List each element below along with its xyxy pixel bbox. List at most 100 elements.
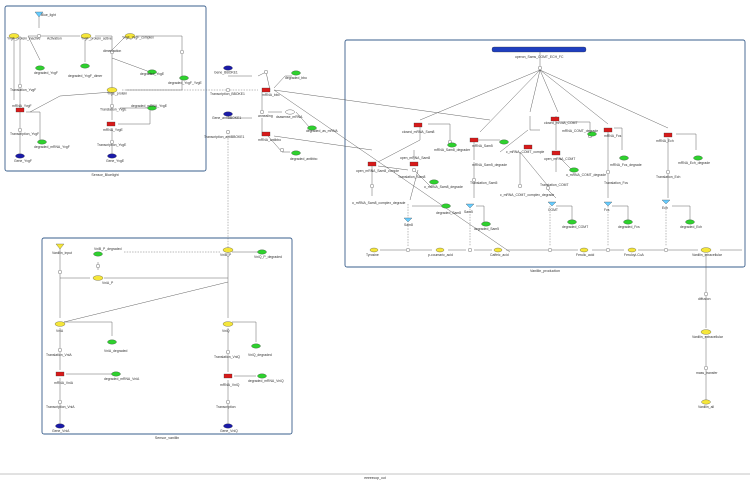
degraded-mrna-vnib-node[interactable]: degraded_mRNA_VniQ [248,373,284,383]
tyrosine-node[interactable]: Tyrosine [366,247,379,257]
transcription-antibbok1-transition[interactable]: Transcription_antiBBOKE1 [204,130,245,139]
o-mrna-sam8-degrade-node[interactable]: o_mRNA_Sam8_degrade [424,179,463,189]
o-mrna-comt-degrade-node[interactable]: o_mRNA_COMT_degrade [566,167,606,177]
dimer-transition[interactable] [180,50,184,54]
mrna-ech-node[interactable]: mRNA_Ech [656,132,674,143]
c-mrna-comt-complex-degrade-node[interactable]: c_mRNA_COMT_complex_degrade [500,184,554,197]
o-mrna-sam8-complex-degrade-node[interactable]: o_mRNA_Sam8_complex_degrade [352,184,405,205]
fcs-node[interactable]: Fcs [603,201,613,212]
translation-ech-transition[interactable]: Translation_Ech [656,170,680,179]
mrna-ech-degrade-node[interactable]: mRNA_Ech_degrade [678,155,710,165]
module-sensor-bluelight[interactable]: Sensor_Bluelight [4,5,207,177]
mrna-sam5-node[interactable]: mRNA_Sam5 [469,137,493,148]
gene-yvgf-node[interactable]: Gene_YvgF [14,153,32,163]
bbo-degrade-transition[interactable] [264,70,268,74]
vnia-degraded-node[interactable]: VniA_degraded [104,339,127,353]
module-vanillin-production[interactable]: Vanillin_production [344,39,746,273]
vanillin-extracellular-node[interactable]: Vanillin_extracellular [692,329,724,339]
mrna-vnib-node[interactable]: mRNA_VniQ [220,373,240,387]
mrna-bbo-node[interactable]: mRNA_bbo [261,87,280,97]
translation-comt-transition[interactable]: Translation_COMT [540,183,569,190]
yvgf-protein-inactive-node[interactable]: YvgF_protein_inactive [7,33,40,41]
vnib-p-degraded-node[interactable]: VniB_P_degraded [93,247,122,257]
degraded-mrna-yvge-node[interactable]: degraded_mRNA_YvgE [131,104,168,111]
degraded-comt-node[interactable]: degraded_COMT [562,219,588,229]
ech-node[interactable]: Ech [661,199,671,210]
gene-vnib-node[interactable]: Gene_VniQ [220,423,238,433]
mrna-fcs-node[interactable]: mRNA_Fcs [603,127,622,138]
degraded-antibbo-node[interactable]: degraded_antibbo [290,150,317,161]
translation-sam5-transition[interactable]: Translation_Sam5 [470,178,498,185]
vnib-p-node[interactable]: VniB_P [220,247,234,257]
yvgf-protein-active-node[interactable]: YvgF_protein_active [80,33,112,41]
mrna-sam5-degrade-node[interactable]: mRNA_Sam5_degrade [472,139,509,167]
comt-node[interactable]: COMT [547,201,558,212]
translation-fcs-transition[interactable]: Translation_Fcs [604,170,628,185]
vanillin-input-node[interactable]: Vanillin_input [52,243,72,255]
vnia-node[interactable]: VniA [54,321,66,333]
translation-vnia-transition[interactable]: Translation_VniA [46,348,72,357]
p-coumaric-acid-node[interactable]: p-coumaric_acid [428,247,453,257]
antibbo-degrade-transition[interactable] [280,148,284,152]
mass-transfer-transition[interactable]: mass_transfer [696,366,718,375]
translation-yvgf-transition[interactable]: Translation_YvgF [10,84,36,92]
open-mrna-sam8-node[interactable]: open_mRNA_Sam8 [400,156,430,167]
mrna-yvge-node[interactable]: mRNA_YvgE [103,121,124,132]
degraded-sam8-node[interactable]: degraded_Sam8 [436,203,461,215]
gene-vnia-node[interactable]: Gene_VniA [52,423,70,433]
gene-bbok1-node[interactable]: Gene_BBOKE1 [214,65,238,75]
fcs-transition[interactable] [606,248,610,252]
caffeic-acid-node[interactable]: Caffeic_acid [490,247,509,257]
sam8-node[interactable]: Sam8 [403,217,413,227]
vanillin-intracellular-node[interactable]: Vanillin_intracellular [692,247,723,257]
sam5-node[interactable]: Sam5 [464,203,475,214]
ferulic-acid-node[interactable]: Ferulic_acid [576,247,594,257]
blue-light-node[interactable]: Blue_light [34,11,56,18]
closed-mrna-sam8-node[interactable]: closed_mRNA_Sam8 [402,122,435,134]
feruloyl-coa-node[interactable]: Feruloyl-CoA [624,247,645,257]
module-sensor-vanillin[interactable]: Sensor_vanillin [41,237,293,440]
yvgf-yvgf-complex-node[interactable]: YvgF_YvgF_complex [122,33,154,40]
transcription-vnib-transition[interactable]: Transcription [216,400,236,409]
degraded-fcs-node[interactable]: degraded_Fcs [618,219,640,229]
degraded-mrna-vnia-node[interactable]: degraded_mRNA_VniA [104,371,140,381]
mrna-comt-degrade-node[interactable]: mRNA_COMT_degrade [562,129,598,137]
vnib-p-degraded2-node[interactable]: VniQ_P_degraded [254,249,282,259]
tal-transition[interactable] [406,248,410,252]
vanillin-bind-transition[interactable] [58,270,62,274]
degraded-yvgf-dimer-node[interactable]: degraded_YvgF_dimer [68,63,103,78]
mrna-fcs-degrade-node[interactable]: mRNA_Fcs_degrade [610,155,642,167]
gene-antibbok1-node[interactable]: Gene_antiBBOKE1 [212,111,241,120]
vnib-node[interactable]: VniQ [222,321,234,333]
mrna-sam8-degrader-node[interactable]: mRNA_Sam8_degrader [434,142,471,152]
translation-vnib-transition[interactable]: Translation_VniQ [214,350,240,359]
vanillin-all-node[interactable]: Vanillin_all [698,399,714,409]
c-mrna-comt-complex-node[interactable]: c_mRNA_COMT_comple [506,144,544,154]
dimerization-transition[interactable]: dimerization [103,49,121,54]
degraded-sam5-node[interactable]: degraded_Sam5 [474,221,499,231]
degraded-ech-node[interactable]: degraded_Ech [680,219,702,229]
mrna-vnia-node[interactable]: mRNA_VniA [54,371,74,385]
activation-transition[interactable]: Activation [37,34,62,41]
mrna-yvgf-node[interactable]: mRNA_YvgF [12,104,32,113]
yvge-protein-node[interactable]: YvgE_protein [106,87,127,96]
degraded-yvgf-node[interactable]: degraded_YvgF [34,65,58,75]
ech-transition[interactable] [664,248,668,252]
dsrna-node[interactable]: dsasense_mRNA [276,109,303,119]
degraded-yvge-node[interactable]: degraded_YvgE [140,69,165,76]
transcription-bbok1-transition[interactable]: Transcription_BBOKE1 [210,88,245,96]
sam8-translate-transition[interactable]: Translation_Sam8 [398,168,426,179]
annealing-transition[interactable]: annealing [258,110,273,118]
operon-transition[interactable] [538,66,542,70]
degraded-yvgf-yvge-node[interactable]: degraded_YvgF_YvgE [168,75,202,85]
sam5-transition[interactable] [468,248,472,252]
closed-mrna-comt-node[interactable]: closed_mRNA_COMT [544,116,578,125]
open-mrna-sam8-complex-node[interactable]: open_mRNA_Sam8_comple [356,161,399,173]
degraded-bbo-node[interactable]: degraded_bbo [285,70,307,80]
degraded-as-mrna-node[interactable]: degraded_as_mRNA [306,125,338,133]
transcription-vnia-transition[interactable]: Transcription_VniA [46,400,75,409]
transcription-yvgf-transition[interactable]: Transcription_YvgF [10,128,39,136]
degraded-mrna-yvgf-node[interactable]: degraded_mRNA_YvgF [34,139,70,149]
gene-yvge-node[interactable]: Gene_YvgE [106,153,125,163]
mrna-antibbo-node[interactable]: mRNA_antibbo [258,131,281,142]
